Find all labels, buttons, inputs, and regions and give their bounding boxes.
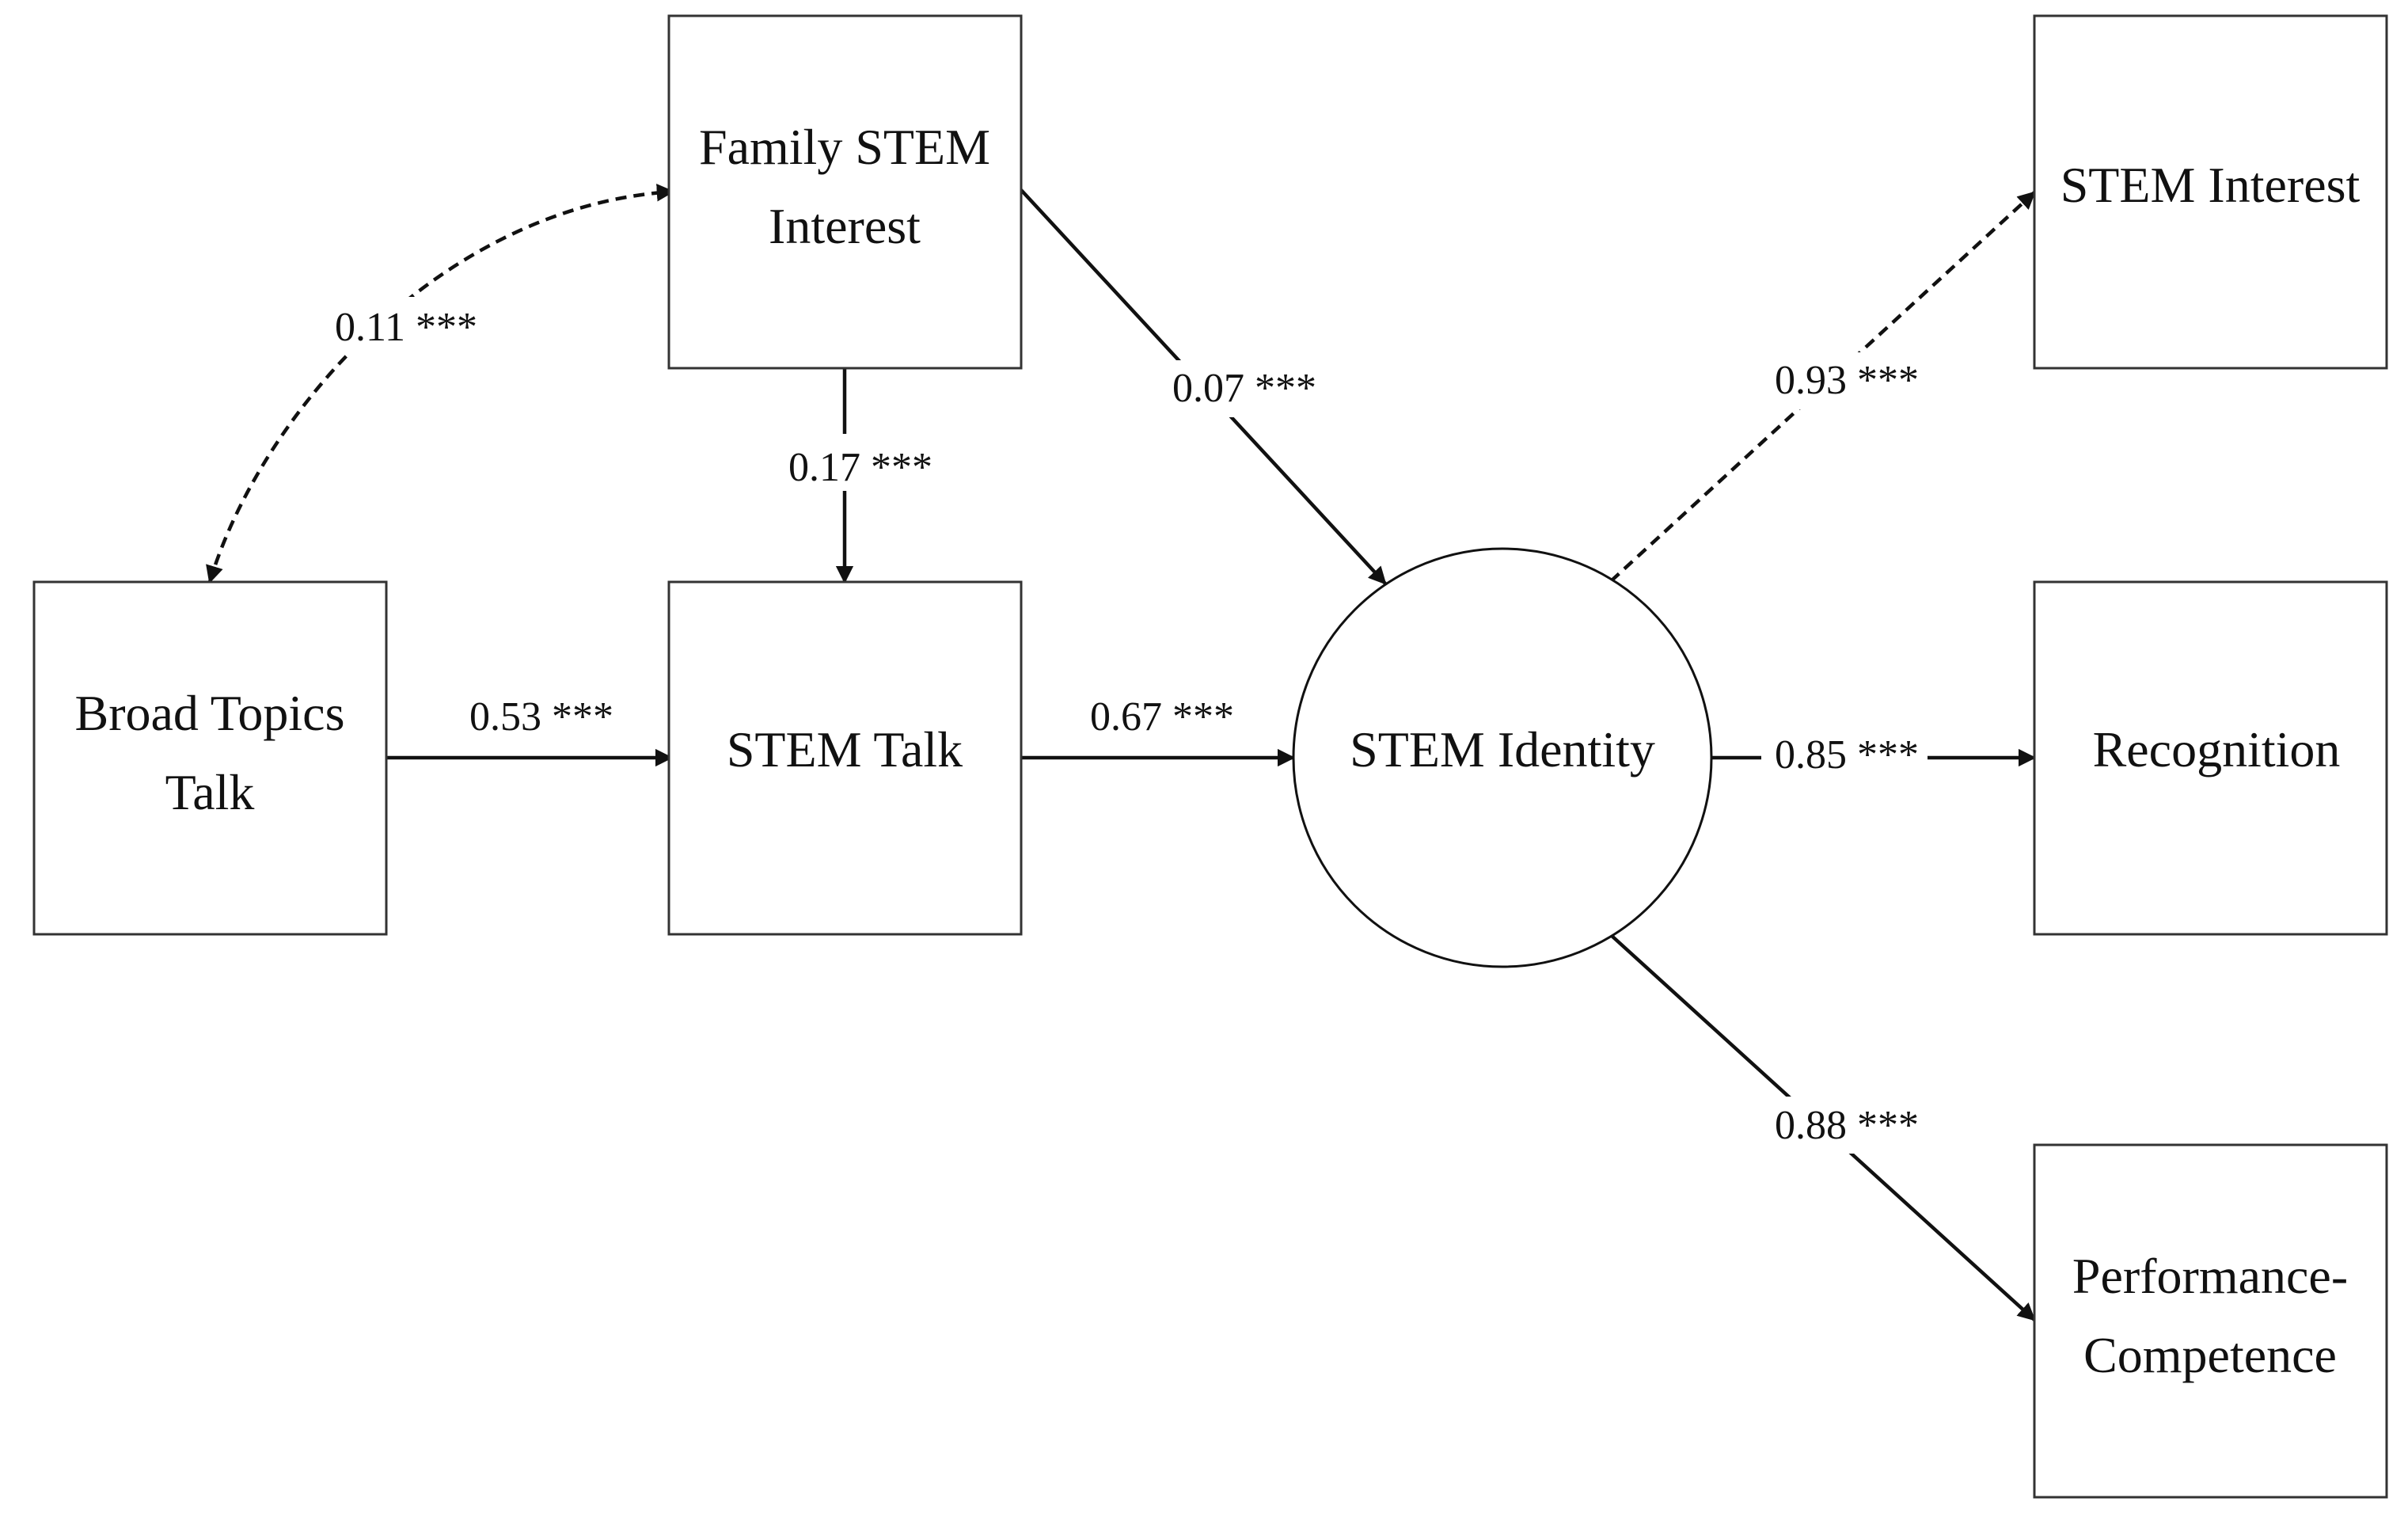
node-broad-topics-talk-line1: Broad Topics xyxy=(75,685,345,741)
node-broad-topics-talk: Broad Topics Talk xyxy=(32,580,388,936)
node-performance-competence: Performance- Competence xyxy=(2033,1143,2388,1499)
node-recognition: Recognition xyxy=(2033,580,2388,936)
edge-label-family-stemtalk: 0.17 *** xyxy=(788,445,932,490)
edge-label-stemtalk-identity: 0.67 *** xyxy=(1090,694,1234,739)
node-broad-topics-talk-line2: Talk xyxy=(165,764,255,820)
edge-label-broad-stemtalk: 0.53 *** xyxy=(469,694,613,739)
node-stem-identity: STEM Identity xyxy=(1292,547,1713,968)
node-family-stem-interest-line2: Interest xyxy=(769,198,921,254)
node-family-stem-interest-line1: Family STEM xyxy=(699,119,990,175)
node-stem-identity-label: STEM Identity xyxy=(1350,721,1655,778)
edge-label-identity-recognition: 0.85 *** xyxy=(1775,732,1919,778)
node-family-stem-interest: Family STEM Interest xyxy=(667,14,1023,370)
node-stem-talk-label: STEM Talk xyxy=(727,721,963,778)
edge-label-broad-family: 0.11 *** xyxy=(335,305,477,350)
node-performance-competence-line1: Performance- xyxy=(2072,1248,2348,1304)
edge-broad-family xyxy=(206,184,675,584)
node-stem-interest: STEM Interest xyxy=(2033,14,2388,370)
node-stem-interest-label: STEM Interest xyxy=(2060,157,2361,213)
node-stem-talk: STEM Talk xyxy=(667,580,1023,936)
edge-identity-interest xyxy=(1609,191,2036,583)
edge-label-identity-interest: 0.93 *** xyxy=(1775,358,1919,403)
edge-label-identity-performance: 0.88 *** xyxy=(1775,1103,1919,1148)
node-recognition-label: Recognition xyxy=(2093,721,2341,778)
node-performance-competence-line2: Competence xyxy=(2083,1327,2337,1383)
edge-label-family-identity: 0.07 *** xyxy=(1172,366,1316,411)
